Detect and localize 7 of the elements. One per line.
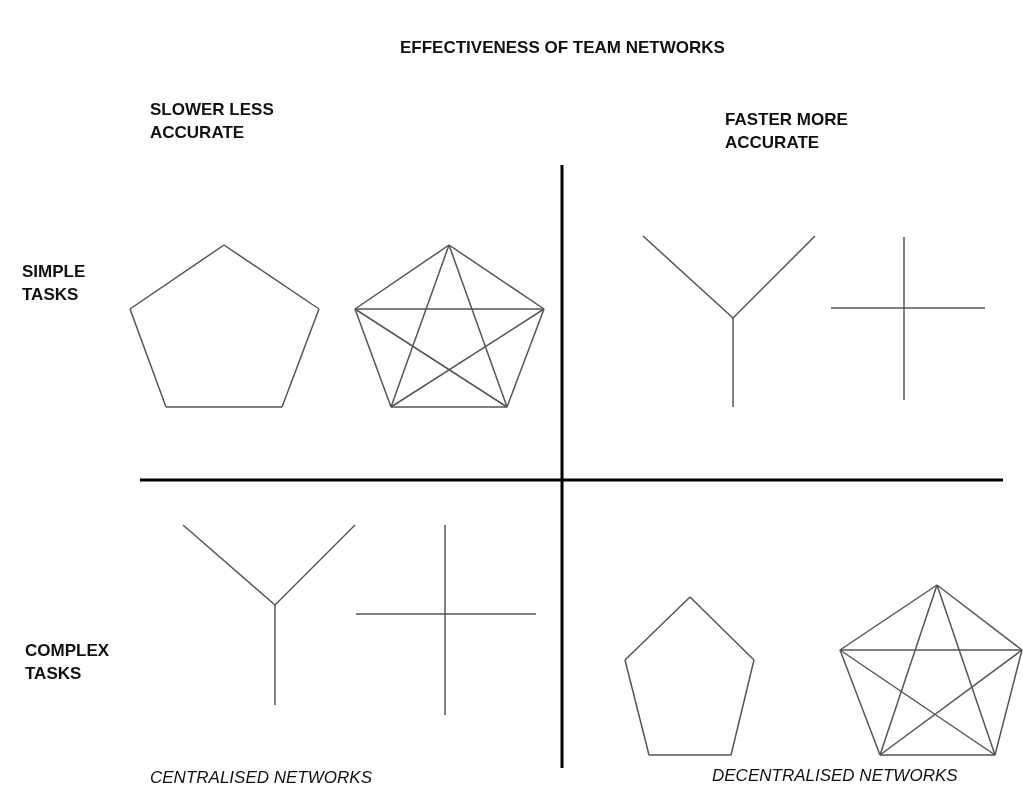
column-caption: DECENTRALISED NETWORKS — [712, 766, 958, 786]
row-label: COMPLEX TASKS — [25, 640, 111, 685]
diagram-title: EFFECTIVENESS OF TEAM NETWORKS — [400, 37, 725, 59]
quadrant-heading: FASTER MORE ACCURATE — [725, 109, 849, 154]
column-caption: CENTRALISED NETWORKS — [150, 768, 372, 788]
row-label: SIMPLE TASKS — [22, 261, 87, 306]
quadrant-heading: SLOWER LESS ACCURATE — [150, 99, 275, 144]
